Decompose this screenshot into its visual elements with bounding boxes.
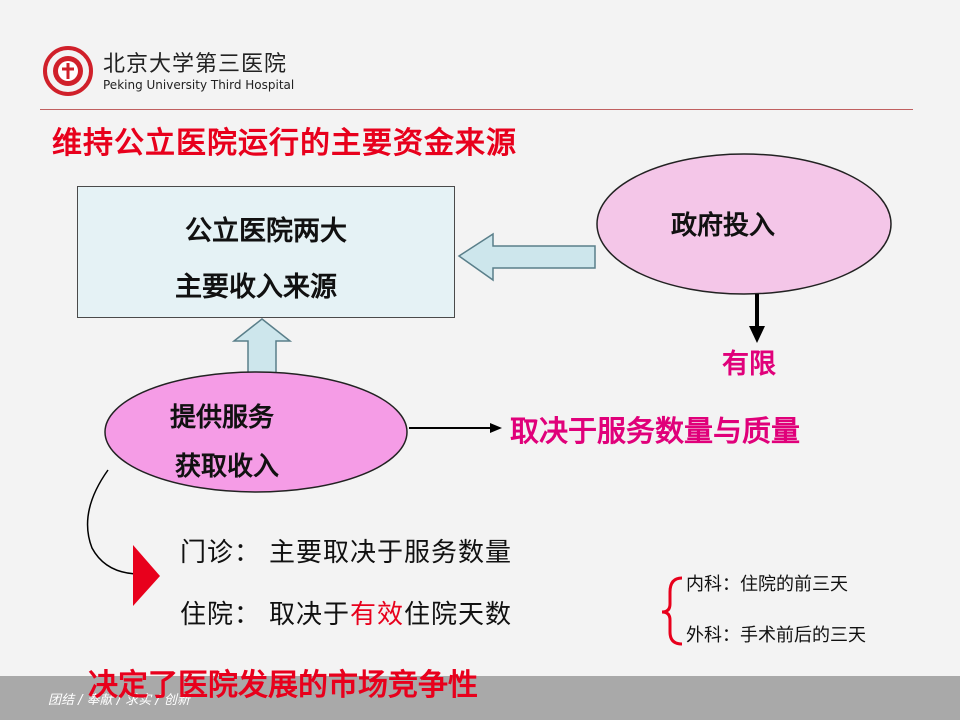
inpatient-text-before: 取决于 [269,600,351,630]
limited-label: 有限 [722,349,776,380]
branch-internal: 内科：住院的前三天 [686,574,848,595]
outpatient-row: 门诊：主要取决于服务数量 [180,532,512,569]
government-label: 政府投入 [671,211,776,241]
box-line-2: 主要收入来源 [175,272,337,303]
hospital-name-en: Peking University Third Hospital [103,78,295,92]
footer-bar [0,676,960,720]
curved-arrow-head [133,545,160,606]
inpatient-text-highlight: 有效 [350,600,405,630]
service-ellipse [104,371,408,493]
box-line-1: 公立医院两大 [185,216,347,247]
service-line-2: 获取收入 [175,452,280,482]
government-ellipse [596,153,892,295]
depends-label: 取决于服务数量与质量 [510,414,801,448]
curved-arrow [86,469,141,575]
conclusion-text: 决定了医院发展的市场竞争性 [88,668,478,703]
down-arrow-head [749,326,765,343]
inpatient-text-after: 住院天数 [404,600,513,630]
hospital-logo-icon [43,46,93,96]
inpatient-row: 住院：取决于有效住院天数 [180,594,512,631]
brace [661,576,683,646]
right-arrow-head [490,423,502,433]
header-divider [40,109,913,110]
left-arrow-shape [457,232,596,282]
hospital-name-cn: 北京大学第三医院 [103,52,288,77]
inpatient-label: 住院： [180,600,262,630]
footer-motto: 团结 / 奉献 / 求实 / 创新 [48,693,190,708]
outpatient-label: 门诊： [180,538,262,568]
service-line-1: 提供服务 [170,403,275,433]
slide-title: 维持公立医院运行的主要资金来源 [52,126,517,161]
outpatient-text: 主要取决于服务数量 [269,538,513,568]
branch-surgery: 外科：手术前后的三天 [686,625,866,646]
income-sources-box: 公立医院两大 主要收入来源 [77,186,455,318]
